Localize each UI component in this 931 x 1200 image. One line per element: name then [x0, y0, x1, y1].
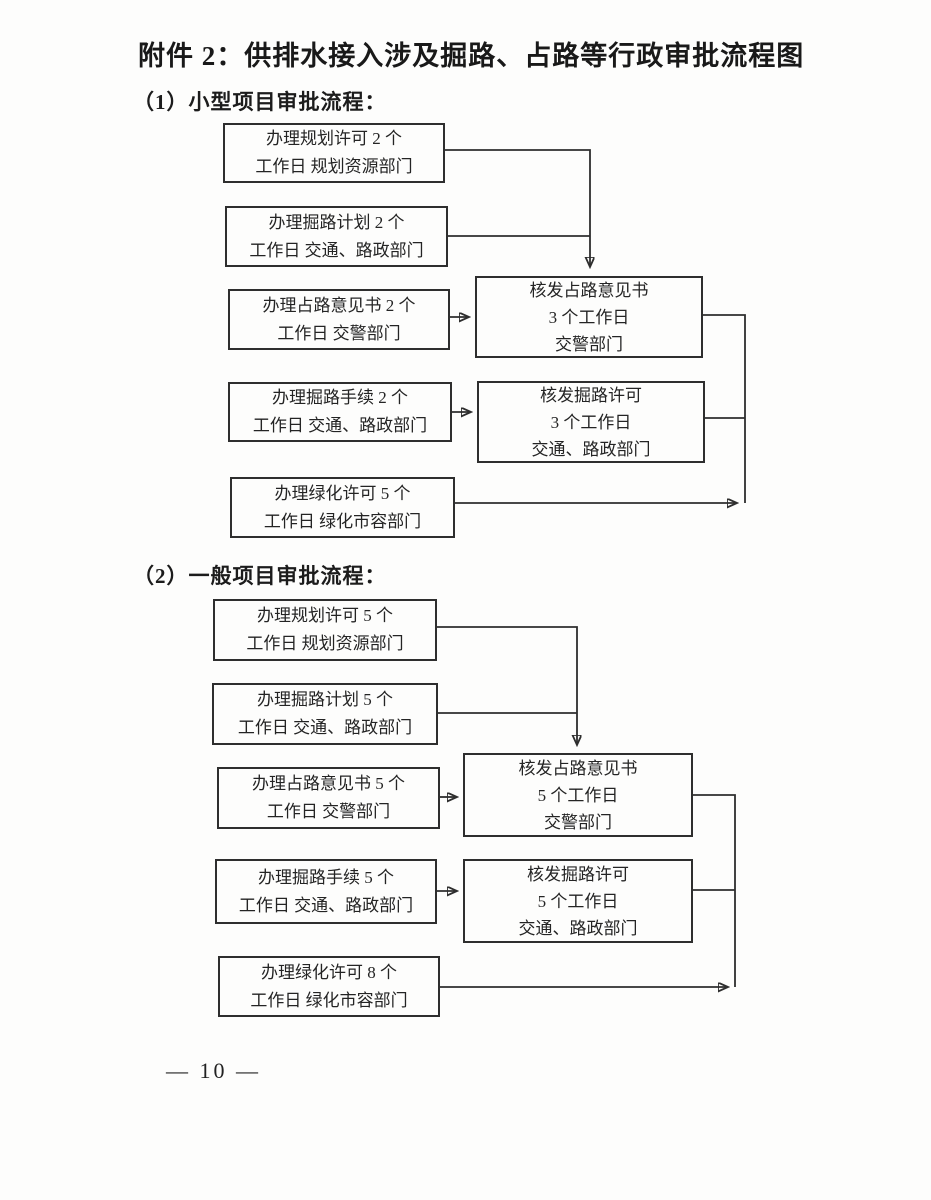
flow-box-label: 核发掘路许可 3 个工作日 交通、路政部门	[531, 385, 651, 459]
flow-box-label: 办理掘路手续 5 个 工作日 交通、路政部门	[238, 867, 414, 915]
flow-box-digging-procedure-small: 办理掘路手续 2 个 工作日 交通、路政部门	[228, 382, 452, 442]
flow-box-planning-permit-general: 办理规划许可 5 个 工作日 规划资源部门	[213, 599, 437, 661]
flow-box-digging-plan-small: 办理掘路计划 2 个 工作日 交通、路政部门	[225, 206, 448, 267]
flow-box-planning-permit-small: 办理规划许可 2 个 工作日 规划资源部门	[223, 123, 445, 183]
connector-s1-planning-to-issue-occupation	[445, 149, 590, 266]
flow-box-label: 办理掘路计划 5 个 工作日 交通、路政部门	[237, 690, 413, 737]
flow-box-greening-permit-general: 办理绿化许可 8 个 工作日 绿化市容部门	[218, 956, 440, 1017]
flow-box-greening-permit-small: 办理绿化许可 5 个 工作日 绿化市容部门	[230, 477, 455, 538]
connector-s2-planning-to-issue-occupation	[437, 626, 577, 744]
flow-box-occupation-opinion-general: 办理占路意见书 5 个 工作日 交警部门	[217, 767, 440, 829]
flow-box-issue-occupation-opinion-general: 核发占路意见书 5 个工作日 交警部门	[463, 753, 693, 837]
document-title: 附件 2：供排水接入涉及掘路、占路等行政审批流程图	[138, 41, 805, 71]
flow-box-label: 办理规划许可 2 个 工作日 规划资源部门	[255, 129, 413, 176]
flow-box-label: 办理占路意见书 5 个 工作日 交警部门	[252, 774, 405, 821]
flow-box-digging-plan-general: 办理掘路计划 5 个 工作日 交通、路政部门	[212, 683, 438, 745]
flow-box-label: 办理掘路手续 2 个 工作日 交通、路政部门	[252, 388, 428, 435]
connector-s2-issue-occupation-down	[693, 794, 736, 987]
flow-box-label: 核发占路意见书 5 个工作日 交警部门	[518, 758, 638, 832]
section-heading-general-projects: （2）一般项目审批流程：	[133, 564, 387, 588]
flow-box-label: 办理绿化许可 8 个 工作日 绿化市容部门	[250, 962, 408, 1010]
flow-box-label: 办理掘路计划 2 个 工作日 交通、路政部门	[249, 212, 424, 260]
flow-box-label: 核发掘路许可 5 个工作日 交通、路政部门	[518, 864, 638, 938]
flow-box-issue-occupation-opinion-small: 核发占路意见书 3 个工作日 交警部门	[475, 276, 703, 358]
flow-box-label: 办理规划许可 5 个 工作日 规划资源部门	[246, 606, 404, 653]
flow-box-digging-procedure-general: 办理掘路手续 5 个 工作日 交通、路政部门	[215, 859, 437, 924]
connector-s1-issue-occupation-down	[703, 314, 746, 503]
flow-box-label: 办理绿化许可 5 个 工作日 绿化市容部门	[263, 483, 422, 531]
flow-box-issue-digging-permit-small: 核发掘路许可 3 个工作日 交通、路政部门	[477, 381, 705, 463]
flow-box-label: 核发占路意见书 3 个工作日 交警部门	[529, 280, 649, 354]
page-number: — 10 —	[166, 1058, 261, 1083]
section-heading-small-projects: （1）小型项目审批流程：	[133, 90, 387, 114]
flow-box-occupation-opinion-small: 办理占路意见书 2 个 工作日 交警部门	[228, 289, 450, 350]
flow-box-label: 办理占路意见书 2 个 工作日 交警部门	[262, 295, 416, 343]
flow-box-issue-digging-permit-general: 核发掘路许可 5 个工作日 交通、路政部门	[463, 859, 693, 943]
